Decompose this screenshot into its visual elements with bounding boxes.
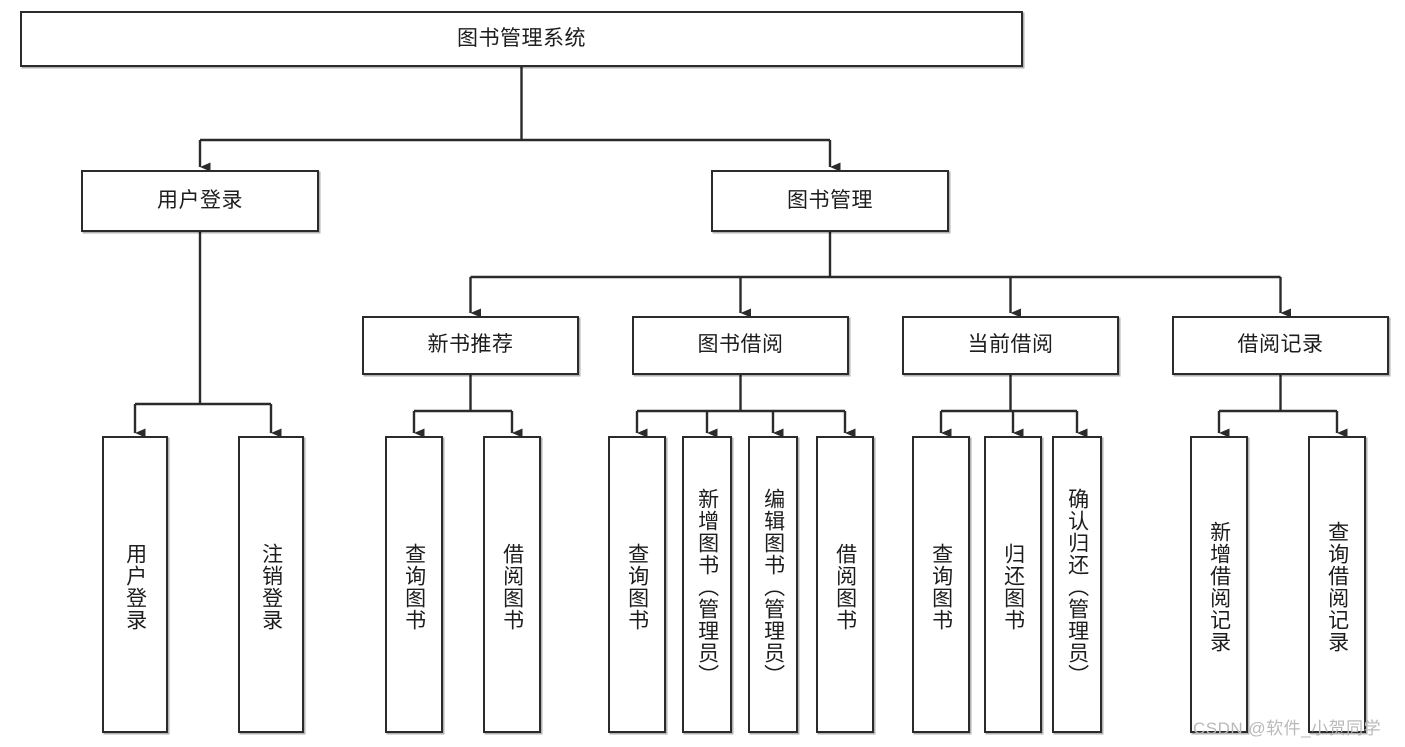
leaf-node-8[interactable]: 查询图书 [912, 436, 970, 733]
leaf-node-label: 借阅图书 [500, 542, 524, 631]
leaf-node-1[interactable]: 注销登录 [238, 436, 304, 733]
leaf-node-7[interactable]: 借阅图书 [816, 436, 874, 733]
leaf-node-label: 查询借阅记录 [1325, 520, 1349, 653]
node-label: 当前借阅 [967, 333, 1054, 357]
leaf-node-10[interactable]: 确认归还（管理员） [1052, 436, 1102, 733]
node-level3-2[interactable]: 当前借阅 [902, 316, 1119, 375]
leaf-node-label: 新增借阅记录 [1207, 520, 1231, 653]
leaf-node-5[interactable]: 新增图书（管理员） [682, 436, 732, 733]
leaf-node-label: 编辑图书（管理员） [761, 487, 785, 686]
node-label: 图书管理系统 [457, 26, 586, 50]
leaf-node-label: 新增图书（管理员） [695, 487, 719, 686]
leaf-node-label: 查询图书 [625, 542, 649, 631]
leaf-node-label: 查询图书 [402, 542, 426, 631]
node-level3-3[interactable]: 借阅记录 [1172, 316, 1389, 375]
leaf-node-4[interactable]: 查询图书 [608, 436, 666, 733]
node-label: 用户登录 [157, 188, 243, 212]
node-level2-0[interactable]: 用户登录 [81, 170, 319, 232]
leaf-node-label: 借阅图书 [833, 542, 857, 631]
leaf-node-6[interactable]: 编辑图书（管理员） [748, 436, 798, 733]
node-level3-1[interactable]: 图书借阅 [632, 316, 849, 375]
leaf-node-label: 用户登录 [123, 542, 147, 631]
node-level2-1[interactable]: 图书管理 [711, 170, 949, 232]
leaf-node-0[interactable]: 用户登录 [102, 436, 168, 733]
node-label: 图书借阅 [697, 333, 784, 357]
leaf-node-label: 注销登录 [259, 542, 283, 631]
node-label: 新书推荐 [427, 333, 514, 357]
leaf-node-9[interactable]: 归还图书 [984, 436, 1042, 733]
leaf-node-label: 归还图书 [1001, 542, 1025, 631]
node-level3-0[interactable]: 新书推荐 [362, 316, 579, 375]
node-label: 图书管理 [787, 188, 873, 212]
leaf-node-label: 查询图书 [929, 542, 953, 631]
tree-connectors [133, 67, 1348, 438]
node-label: 借阅记录 [1237, 333, 1324, 357]
leaf-node-12[interactable]: 查询借阅记录 [1308, 436, 1366, 733]
leaf-node-11[interactable]: 新增借阅记录 [1190, 436, 1248, 733]
leaf-node-3[interactable]: 借阅图书 [483, 436, 541, 733]
leaf-node-2[interactable]: 查询图书 [385, 436, 443, 733]
leaf-node-label: 确认归还（管理员） [1065, 487, 1089, 686]
node-root[interactable]: 图书管理系统 [20, 11, 1023, 67]
